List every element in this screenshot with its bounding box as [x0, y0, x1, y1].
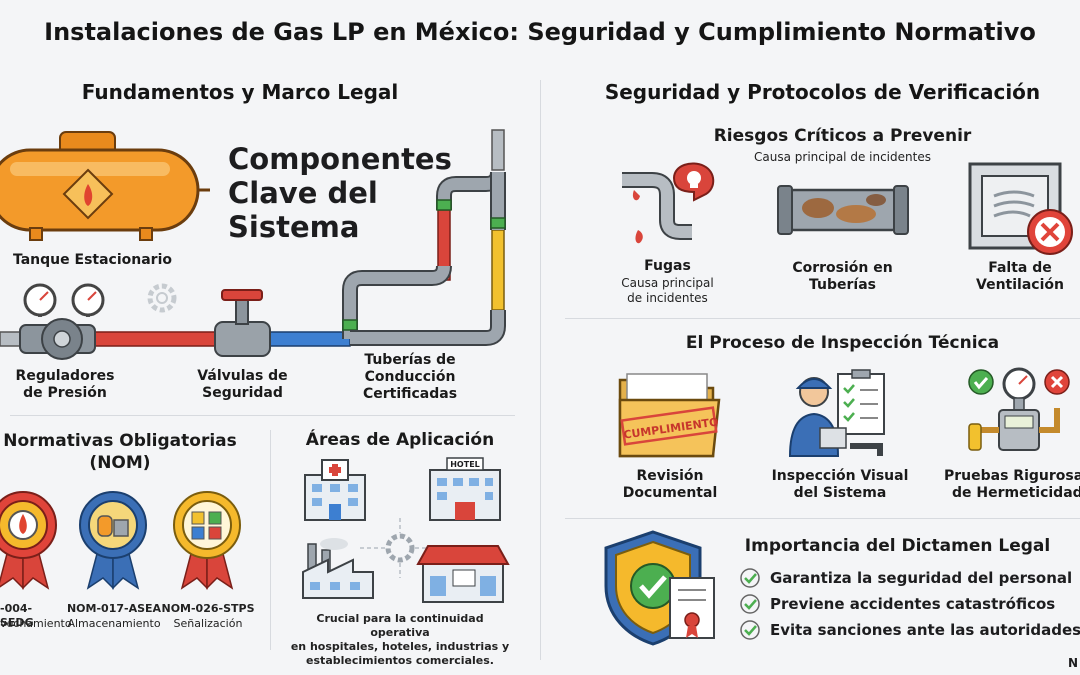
dictamen-item-text: Garantiza la seguridad del personal — [770, 569, 1073, 587]
factory-icon — [302, 538, 374, 599]
inspection-visual-label: Inspección Visual del Sistema — [771, 468, 909, 501]
nom-026-desc: Señalización — [173, 617, 243, 630]
nom-004-badge-icon — [0, 491, 57, 590]
valves-label: Válvulas de Seguridad — [197, 368, 288, 401]
inspector-icon — [788, 369, 885, 457]
regulators-label: Reguladores de Presión — [15, 368, 115, 401]
risks-heading: Riesgos Críticos a Prevenir — [713, 126, 972, 146]
nom-017-badge-icon — [79, 491, 147, 590]
nom-004-code: -004-SEDG — [0, 602, 34, 629]
inspection-heading: El Proceso de Inspección Técnica — [685, 333, 1000, 353]
pipe-system-diagram — [0, 129, 506, 360]
check-icon — [740, 620, 760, 640]
footer-logo-mark: N — [1067, 656, 1078, 670]
left-bottom-vertical-divider — [270, 430, 271, 650]
ventilation-icon — [968, 162, 1073, 255]
check-icon — [740, 594, 760, 614]
dictamen-item-2: Previene accidentes catastróficos — [740, 592, 1080, 616]
hotel-icon — [429, 457, 501, 521]
tank-label: Tanque Estacionario — [12, 252, 172, 268]
components-title: Componentes Clave del Sistema — [228, 142, 452, 244]
nom-026-code: NOM-026-STPS — [161, 602, 255, 615]
pressure-test-icon — [968, 367, 1070, 451]
dictamen-item-3: Evita sanciones ante las autoridades — [740, 618, 1080, 642]
nom-026-badge-icon — [173, 491, 241, 590]
inspection-doc-label: Revisión Documental — [622, 468, 718, 501]
risk-leaks-sub: Causa principal de incidentes — [621, 276, 714, 305]
document-folder-icon — [618, 373, 721, 458]
norms-heading: Normativas Obligatorias (NOM) — [3, 431, 237, 473]
pipes-label: Tuberías de Conducción Certificadas — [362, 352, 458, 402]
areas-heading: Áreas de Aplicación — [305, 430, 495, 450]
page-title: Instalaciones de Gas LP en México: Segur… — [44, 18, 1036, 46]
right-divider-2 — [565, 518, 1080, 519]
dictamen-item-text: Evita sanciones ante las autoridades — [770, 621, 1080, 639]
risk-ventilation-title: Falta de Ventilación — [976, 260, 1064, 293]
dictamen-item-text: Previene accidentes catastróficos — [770, 595, 1056, 613]
check-icon — [740, 568, 760, 588]
risks-subheading: Causa principal de incidentes — [754, 150, 931, 164]
left-horizontal-divider — [10, 415, 515, 416]
leak-icon — [622, 162, 715, 244]
right-divider-1 — [565, 318, 1080, 319]
corrosion-pipe-icon — [777, 185, 909, 235]
inspection-pressure-label: Pruebas Rigurosa de Hermeticidad — [944, 468, 1080, 501]
nom-017-desc: Almacenamiento — [67, 617, 161, 630]
nom-004-desc: vechamiento — [0, 617, 72, 630]
risk-corrosion-title: Corrosión en Tuberías — [792, 260, 893, 293]
stationary-tank-icon — [0, 131, 210, 241]
vertical-divider — [540, 80, 541, 660]
dictamen-heading: Importancia del Dictamen Legal — [744, 536, 1051, 556]
left-section-heading: Fundamentos y Marco Legal — [81, 80, 399, 104]
shield-check-icon — [604, 530, 715, 646]
risk-leaks-title: Fugas — [644, 258, 691, 274]
hospital-icon — [304, 459, 366, 521]
connector-gear-icon — [360, 518, 440, 578]
store-icon — [416, 545, 510, 603]
dictamen-item-1: Garantiza la seguridad del personal — [740, 566, 1080, 590]
hotel-sign: HOTEL — [450, 460, 480, 469]
nom-017-code: NOM-017-ASEA — [66, 602, 162, 615]
areas-caption: Crucial para la continuidad operativa en… — [290, 612, 510, 667]
right-section-heading: Seguridad y Protocolos de Verificación — [604, 80, 1041, 104]
